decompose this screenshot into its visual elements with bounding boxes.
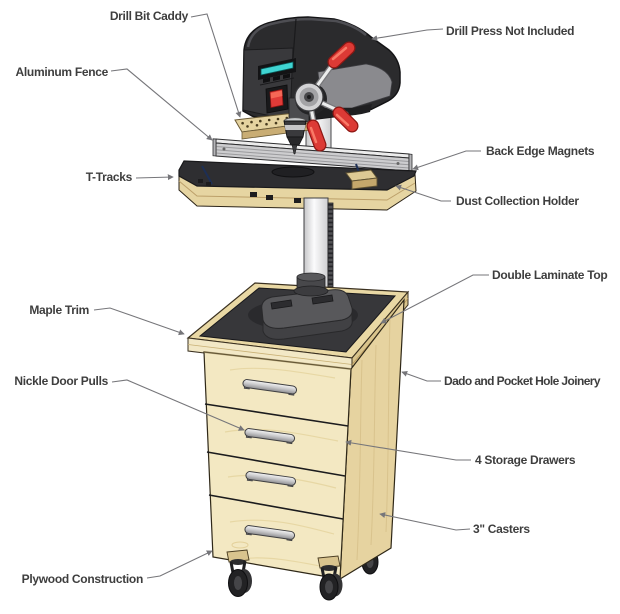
drawer-gaps xyxy=(204,403,349,520)
nickel-door-pull xyxy=(244,525,296,542)
leader-dado-joinery xyxy=(401,370,441,382)
leader-plywood-construction xyxy=(146,550,213,579)
dust-collection-holder xyxy=(345,169,378,190)
leader-nickle-door-pulls xyxy=(111,379,245,431)
nickel-door-pull xyxy=(242,379,298,396)
digital-display xyxy=(260,61,294,76)
table-insert xyxy=(271,166,315,178)
leader-double-laminate-top xyxy=(380,274,489,324)
caster-front-right xyxy=(317,555,343,601)
nickel-door-pull xyxy=(245,471,297,488)
label-nickle-door-pulls: Nickle Door Pulls xyxy=(14,374,108,388)
label-aluminum-fence: Aluminum Fence xyxy=(15,65,109,79)
label-maple-trim: Maple Trim xyxy=(29,303,89,317)
cabinet xyxy=(203,298,405,581)
chuck xyxy=(283,97,310,155)
nickel-door-pull xyxy=(244,428,296,445)
label-t-tracks: T-Tracks xyxy=(85,170,133,184)
leader-back-edge-magnets xyxy=(412,150,481,171)
label-storage-drawers: 4 Storage Drawers xyxy=(475,453,576,467)
motor-housing xyxy=(317,63,393,109)
label-double-laminate-top: Double Laminate Top xyxy=(492,268,608,282)
power-switch xyxy=(265,84,289,114)
leader-aluminum-fence xyxy=(110,68,213,141)
edge-hardware xyxy=(198,179,301,203)
drill-press-base xyxy=(248,272,358,340)
drill-press-table xyxy=(178,160,417,211)
label-dado-and-pocket-hole-joinery: Dado and Pocket Hole Joinery xyxy=(444,374,601,388)
panel-buttons xyxy=(263,73,290,83)
feed-handles xyxy=(294,41,359,152)
leader-lines xyxy=(93,13,489,579)
leader-drill-bit-caddy xyxy=(190,13,242,118)
leader-storage-drawers xyxy=(345,439,471,461)
casters xyxy=(226,549,343,601)
nickel-door-pulls xyxy=(242,379,298,542)
label-dust-collection-holder: Dust Collection Holder xyxy=(456,194,579,208)
label-casters: 3" Casters xyxy=(473,522,530,536)
leader-maple-trim xyxy=(93,307,185,336)
handle-grips xyxy=(306,41,359,152)
leader-drill-press-not-included xyxy=(371,28,444,42)
caster-front-left xyxy=(226,549,252,597)
leader-casters xyxy=(379,512,471,531)
leader-dust-collection-holder xyxy=(395,184,451,202)
label-back-edge-magnets: Back Edge Magnets xyxy=(486,144,595,158)
label-plywood-construction: Plywood Construction xyxy=(21,572,144,586)
label-drill-bit-caddy: Drill Bit Caddy xyxy=(109,9,188,23)
label-drill-press-not-included: Drill Press Not Included xyxy=(446,24,575,38)
leader-t-tracks xyxy=(135,174,174,181)
cart-top xyxy=(186,282,410,373)
